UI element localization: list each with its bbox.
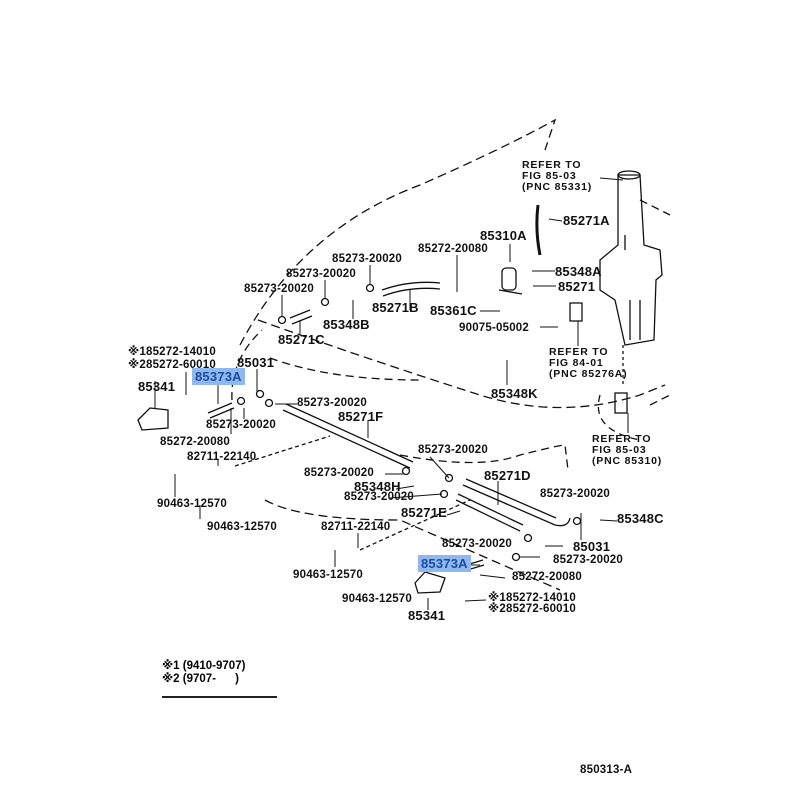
tank-outline-dash <box>639 199 671 406</box>
part-label[interactable]: 90075-05002 <box>459 322 529 334</box>
hose-85271c <box>289 309 313 325</box>
part-label[interactable]: 90463-12570 <box>157 498 227 510</box>
washer-pump <box>498 267 523 295</box>
part-label[interactable]: 85031 <box>237 355 275 370</box>
fender-lower <box>399 444 569 471</box>
part-label[interactable]: 85272-20080 <box>512 571 582 583</box>
bumper-outline <box>597 394 641 441</box>
part-label[interactable]: 85273-20020 <box>553 554 623 566</box>
hose-85271b <box>381 281 441 297</box>
part-label[interactable]: 82711-22140 <box>321 521 391 533</box>
part-label[interactable]: ※185272-14010 <box>488 592 576 604</box>
part-label[interactable]: 85348H <box>354 479 401 494</box>
note-line: (PNC 85310) <box>592 455 663 467</box>
hood-outline <box>239 118 557 346</box>
note-line: REFER TO <box>549 346 609 358</box>
part-label[interactable]: 85348C <box>617 511 664 526</box>
hose-85373a-left <box>207 402 235 419</box>
note-line: (PNC 85276A) <box>549 368 628 380</box>
part-label[interactable]: 85272-20080 <box>418 243 488 255</box>
part-label[interactable]: 85348A <box>555 264 602 279</box>
part-label[interactable]: 85271E <box>401 505 448 520</box>
part-label[interactable]: ※285272-60010 <box>488 603 576 615</box>
part-label[interactable]: 85273-20020 <box>244 283 314 295</box>
part-label[interactable]: 85273-20020 <box>344 491 414 503</box>
part-label[interactable]: 85341 <box>408 608 446 623</box>
part-label-highlighted[interactable]: 85373A <box>418 555 471 572</box>
divider-line <box>269 357 421 381</box>
hood-line-left <box>231 329 263 401</box>
footnotes: ※1 (9410-9707) ※2 (9707- ) <box>162 660 277 698</box>
washer-tank <box>599 170 663 346</box>
part-label[interactable]: 90463-12570 <box>293 569 363 581</box>
note-line: REFER TO <box>522 159 582 171</box>
part-label[interactable]: 85271B <box>372 300 419 315</box>
part-label[interactable]: 85361C <box>430 303 477 318</box>
hose-85271d <box>462 478 571 527</box>
note-line: FIG 85-03 <box>522 170 577 182</box>
part-label[interactable]: 85271C <box>278 332 325 347</box>
part-label[interactable]: 85273-20020 <box>304 467 374 479</box>
part-label[interactable]: 85348K <box>491 386 538 401</box>
part-label[interactable]: 85310A <box>480 228 527 243</box>
fender-outline <box>257 319 666 409</box>
note-refer-tank: REFER TO FIG 85-03 (PNC 85331) <box>522 160 592 193</box>
level-switch <box>569 302 583 322</box>
nozzle-85341-right <box>414 571 446 594</box>
part-label[interactable]: 85273-20020 <box>442 538 512 550</box>
note-line: FIG 85-03 <box>592 444 647 456</box>
hood-line-inner <box>264 499 561 591</box>
part-label-highlighted[interactable]: 85373A <box>192 368 245 385</box>
nozzle-dash-2 <box>359 499 471 551</box>
hose-85271e <box>455 493 524 532</box>
part-label[interactable]: 85273-20020 <box>286 268 356 280</box>
rear-pump <box>614 392 628 414</box>
part-label[interactable]: 85271 <box>558 279 596 294</box>
part-label[interactable]: 85273-20020 <box>206 419 276 431</box>
part-label[interactable]: 82711-22140 <box>187 451 257 463</box>
part-label[interactable]: 90463-12570 <box>207 521 277 533</box>
nozzle-85341-left <box>137 407 169 431</box>
part-label[interactable]: 85271D <box>484 468 531 483</box>
leader-lines <box>154 177 629 610</box>
note-line: (PNC 85331) <box>522 181 593 193</box>
part-label[interactable]: 85271F <box>338 409 384 424</box>
part-label[interactable]: 90463-12570 <box>342 593 412 605</box>
footnote: ※2 (9707- ) <box>162 673 240 685</box>
note-line: REFER TO <box>592 433 652 445</box>
diagram-id: 850313-A <box>580 764 633 776</box>
note-refer-pump: REFER TO FIG 85-03 (PNC 85310) <box>592 434 662 467</box>
note-refer-switch: REFER TO FIG 84-01 (PNC 85276A) <box>549 347 627 380</box>
part-label[interactable]: 85273-20020 <box>297 397 367 409</box>
part-label[interactable]: 85031 <box>573 539 611 554</box>
part-label[interactable]: 85273-20020 <box>418 444 488 456</box>
part-label[interactable]: ※185272-14010 <box>128 346 216 358</box>
hose-85271f <box>282 403 414 469</box>
part-label[interactable]: 85273-20020 <box>332 253 402 265</box>
part-label[interactable]: 85272-20080 <box>160 436 230 448</box>
note-line: FIG 84-01 <box>549 357 604 369</box>
nozzle-dash-1 <box>234 435 331 467</box>
part-label[interactable]: 85348B <box>323 317 370 332</box>
part-label[interactable]: 85273-20020 <box>540 488 610 500</box>
part-label[interactable]: 85271A <box>563 213 610 228</box>
part-label[interactable]: 85341 <box>138 379 176 394</box>
footnote: ※1 (9410-9707) <box>162 660 246 672</box>
hose-85271a <box>535 204 542 256</box>
